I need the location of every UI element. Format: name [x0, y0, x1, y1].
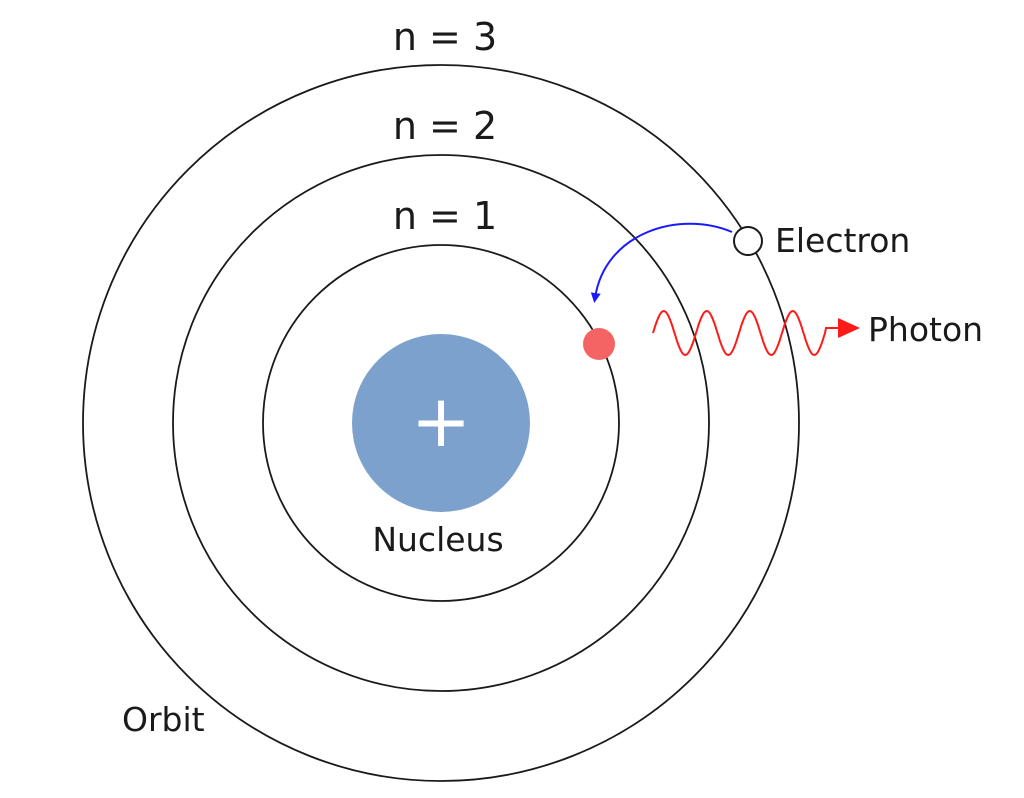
- excited-electron: [733, 226, 763, 256]
- wave-arrow-icon: [652, 309, 840, 357]
- nucleus: [352, 334, 530, 512]
- label-electron: Electron: [775, 221, 910, 260]
- nucleus-plus-sign: +: [411, 379, 471, 463]
- label-n1: n = 1: [393, 194, 497, 238]
- label-n2: n = 2: [393, 104, 497, 148]
- orbit-n1: [262, 244, 620, 602]
- label-nucleus: Nucleus: [372, 520, 503, 559]
- label-photon: Photon: [868, 310, 983, 349]
- curved-arrow-icon: [590, 222, 733, 303]
- photon-arrowhead: [838, 318, 860, 338]
- ground-electron: [583, 328, 615, 360]
- orbit-n3: [82, 64, 800, 782]
- orbit-n2: [172, 154, 710, 692]
- label-orbit: Orbit: [122, 700, 205, 739]
- label-n3: n = 3: [393, 15, 497, 59]
